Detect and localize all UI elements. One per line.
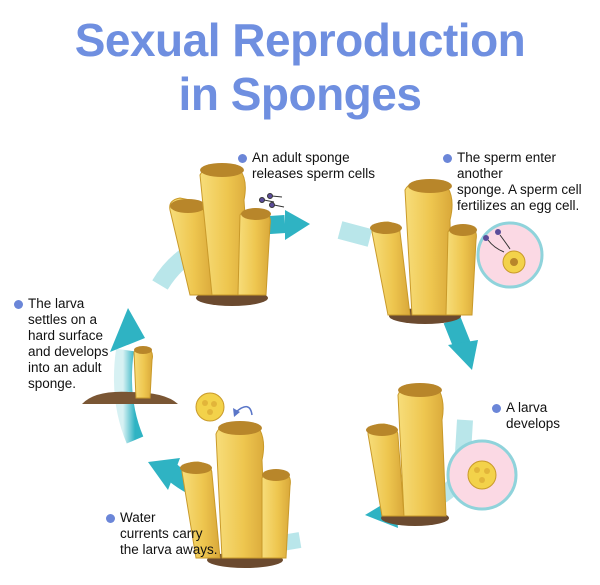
fertilization-inset xyxy=(476,221,544,289)
bullet-dot xyxy=(238,154,247,163)
free-larva xyxy=(195,392,253,422)
larva-inset xyxy=(446,439,518,511)
title-line-2: in Sponges xyxy=(178,68,422,120)
sponge-adult-3 xyxy=(366,383,449,526)
title-line-1: Sexual Reproduction xyxy=(74,14,526,66)
bullet-dot xyxy=(492,404,501,413)
step-4-caption: Water currents carry the larva aways. xyxy=(106,510,218,558)
sponge-adult-2 xyxy=(370,179,477,324)
step-2-caption: The sperm enter another sponge. A sperm … xyxy=(443,150,600,214)
arrow-right-down xyxy=(443,316,478,370)
bullet-dot xyxy=(443,154,452,163)
step-5-caption: The larva settles on a hard surface and … xyxy=(14,296,108,392)
bullet-dot xyxy=(106,514,115,523)
sponge-adult-1 xyxy=(169,163,271,306)
sponge-adult-4 xyxy=(180,421,291,568)
bullet-dot xyxy=(14,300,23,309)
young-sponge xyxy=(82,346,178,404)
step-3-caption: A larva develops xyxy=(492,400,560,432)
sperm-cells xyxy=(259,193,285,208)
step-1-caption: An adult sponge releases sperm cells xyxy=(238,150,375,182)
